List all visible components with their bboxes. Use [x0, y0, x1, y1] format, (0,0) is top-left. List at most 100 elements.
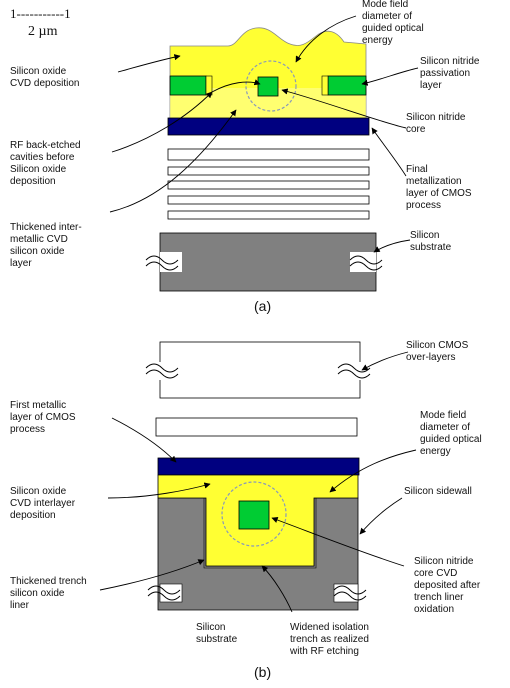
- overlayer-notch-left: [158, 362, 180, 380]
- nitride-passivation-right: [327, 75, 367, 96]
- label-nitride-passivation-line: passivation: [420, 68, 471, 79]
- label-nitride-passivation-line: layer: [420, 80, 442, 91]
- arrow-final-metallization: [371, 127, 407, 177]
- arrow-rf-cavities: [111, 91, 213, 153]
- imd-layer-1: [167, 148, 370, 161]
- arrow-widened-trench: [261, 565, 293, 613]
- label-oxide-cvd-line: CVD deposition: [10, 78, 80, 89]
- imd-layer-5: [167, 210, 370, 220]
- nitride-core-a: [257, 76, 279, 97]
- arrow-substrate-a: [373, 239, 411, 253]
- rf-cavity-left: [205, 75, 213, 96]
- label-thickened-imd-line: silicon oxide: [10, 246, 65, 257]
- arrow-nitride-core-b: [271, 517, 405, 567]
- break-mark-right-a: [349, 255, 383, 271]
- label-first-metal-line: First metallic: [10, 400, 67, 411]
- label-trench-liner-line: Thickened trench: [10, 576, 87, 587]
- label-mode-field-b-line: diameter of: [420, 422, 471, 433]
- imd-layer-4: [167, 195, 370, 205]
- label-mode-field-b-line: energy: [420, 446, 451, 457]
- label-nitride-core-cvd-line: oxidation: [414, 604, 455, 615]
- cmos-overlayers-box: [159, 341, 361, 399]
- label-mode-field-a-line: energy: [362, 35, 393, 46]
- break-mark-right-b2: [333, 585, 367, 601]
- break-notch-left-a: [160, 252, 182, 272]
- label-mode-field-b-line: guided optical: [420, 434, 482, 445]
- label-nitride-core-cvd-line: Silicon nitride: [414, 556, 474, 567]
- label-nitride-core-cvd-line: core CVD: [414, 568, 458, 579]
- label-final-metallization-line: Final: [406, 164, 428, 175]
- diagram-a: [145, 27, 383, 292]
- label-nitride-core-cvd-line: trench liner: [414, 592, 464, 603]
- silicon-substrate-a: [159, 232, 377, 292]
- first-metallic-layer-box: [155, 417, 358, 437]
- arrow-rf-cavities-2: [211, 79, 261, 93]
- label-substrate-b-line: substrate: [196, 634, 238, 645]
- arrow-first-metal: [111, 417, 177, 463]
- label-final-metallization-line: layer of CMOS: [406, 188, 472, 199]
- metal-layer-b: [157, 457, 360, 476]
- label-cmos-overlayers-line: over-layers: [406, 352, 456, 363]
- label-nitride-core-a-line: Silicon nitride: [406, 112, 466, 123]
- label-trench-liner-line: silicon oxide: [10, 588, 65, 599]
- label-trench-liner-line: liner: [10, 600, 29, 611]
- label-mode-field-a-line: Mode field: [362, 0, 409, 10]
- label-substrate-a-line: substrate: [410, 242, 452, 253]
- scale-bar-length: 2 µm: [28, 24, 58, 39]
- label-rf-cavities-line: Silicon oxide: [10, 164, 67, 175]
- label-substrate-b-line: Silicon: [196, 622, 226, 633]
- label-final-metallization-line: process: [406, 200, 442, 211]
- rf-cavity-right: [321, 75, 329, 96]
- label-nitride-core-a-line: core: [406, 124, 426, 135]
- label-widened-trench-line: Widened isolation: [290, 622, 369, 633]
- label-oxide-interlayer-line: CVD interlayer: [10, 498, 76, 509]
- diagram-b: [145, 341, 371, 611]
- arrow-thickened-imd: [109, 109, 237, 213]
- label-mode-field-b-line: Mode field: [420, 410, 467, 421]
- label-widened-trench-line: trench as realized: [290, 634, 369, 645]
- metallization-layer-a: [167, 117, 370, 136]
- arrow-nitride-passivation: [361, 67, 419, 86]
- break-mark-left-b2: [147, 585, 181, 601]
- arrow-oxide-cvd: [117, 54, 181, 73]
- label-nitride-passivation-line: Silicon nitride: [420, 56, 480, 67]
- label-mode-field-a-line: diameter of: [362, 11, 413, 22]
- leaders-b: [99, 351, 417, 613]
- nitride-core-b: [238, 500, 270, 530]
- break-mark-right-b1: [337, 363, 371, 379]
- caption-b: (b): [254, 664, 272, 680]
- trench-liner: [203, 498, 317, 569]
- label-cmos-overlayers-line: Silicon CMOS: [406, 340, 469, 351]
- leaders-a: [109, 15, 419, 253]
- imd-layer-3: [167, 180, 370, 190]
- scale-bar-ticks: 1-----------1: [10, 6, 71, 21]
- label-mode-field-a-line: guided optical: [362, 23, 424, 34]
- arrow-nitride-core-a: [281, 88, 407, 129]
- label-final-metallization-line: metallization: [406, 176, 462, 187]
- mode-field-circle-b: [221, 481, 287, 547]
- break-mark-left-a: [145, 255, 179, 271]
- label-sidewall: Silicon sidewall: [404, 486, 472, 498]
- label-widened-trench-line: with RF etching: [290, 646, 359, 657]
- label-nitride-core-cvd-line: deposited after: [414, 580, 481, 591]
- label-rf-cavities-line: deposition: [10, 176, 56, 187]
- break-mark-left-b1: [145, 363, 179, 379]
- label-first-metal-line: process: [10, 424, 46, 435]
- label-thickened-imd-line: metallic CVD: [10, 234, 68, 245]
- nitride-passivation-left: [169, 75, 207, 96]
